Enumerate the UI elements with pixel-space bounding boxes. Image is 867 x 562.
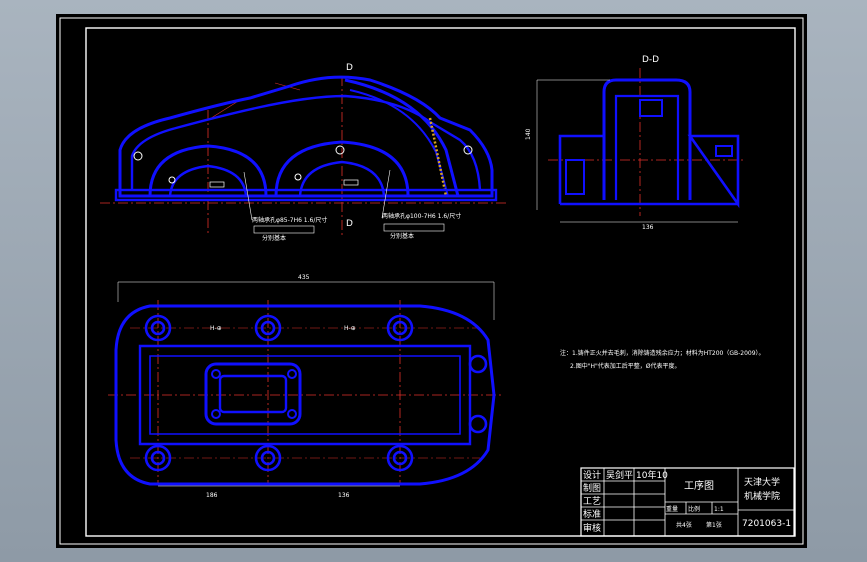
note-line-1: 注：1.铸件正火并去毛刺，消除铸造残余应力；材料为HT200（GB-2009）。 <box>560 349 765 357</box>
callout-right-text: 两轴承孔φ100-7H6 1.6/尺寸 <box>382 212 461 220</box>
section-marker-top: D <box>346 63 353 73</box>
scale-label: 比例 <box>688 505 700 513</box>
sheets-total: 共4张 <box>676 521 692 529</box>
school-line-1: 天津大学 <box>744 476 780 488</box>
process-label: 工艺 <box>583 496 601 507</box>
drawing-sheet <box>56 14 807 548</box>
svg-text:H-⊕: H-⊕ <box>210 325 222 332</box>
section-dim-height: 140 <box>525 128 532 140</box>
review-label: 审核 <box>583 522 601 534</box>
plan-view: 435 H-⊕ H-⊕ 186 136 <box>108 274 504 499</box>
svg-text:H-⊕: H-⊕ <box>344 325 356 332</box>
sheet-inner-border <box>85 27 796 537</box>
designer-label: 设计 <box>583 469 601 481</box>
note-line-2: 2.图中"H"代表加工后平整，Ø代表平度。 <box>570 362 680 370</box>
title-block <box>580 467 795 537</box>
plan-dim-overall: 435 <box>298 274 310 281</box>
standard-label: 标准 <box>583 508 601 520</box>
front-view: D D 两轴承孔φ85-7H6 1.6/尺寸 分别基本 两轴承孔φ100-7H6… <box>100 63 508 242</box>
sheet-outer-border <box>59 17 804 545</box>
sheet-number: 第1张 <box>706 521 722 529</box>
title-block-text: 设计 吴剑平 10年10 制图 工艺 标准 审核 工序图 重量 比例 1:1 共… <box>583 469 791 534</box>
section-view-dd: D-D 140 136 <box>525 55 744 231</box>
school-line-2: 机械学院 <box>744 490 780 502</box>
drawn-label: 制图 <box>583 482 601 494</box>
drawing-title: 工序图 <box>684 479 714 492</box>
callout-right-ref: 分别基本 <box>390 232 414 240</box>
plan-dim-left: 186 <box>206 492 218 499</box>
scale-value: 1:1 <box>714 506 724 513</box>
section-title: D-D <box>642 55 659 65</box>
technical-notes: 注：1.铸件正火并去毛刺，消除铸造残余应力；材料为HT200（GB-2009）。… <box>560 349 765 370</box>
drawing-number: 7201063-1 <box>742 519 791 529</box>
callout-left-text: 两轴承孔φ85-7H6 1.6/尺寸 <box>252 216 327 224</box>
plan-dim-right: 136 <box>338 492 350 499</box>
section-dim-width: 136 <box>642 224 654 231</box>
designer-name: 吴剑平 <box>606 469 633 481</box>
section-marker-bottom: D <box>346 219 353 229</box>
design-date: 10年10 <box>636 469 668 481</box>
callout-left-ref: 分别基本 <box>262 234 286 242</box>
weight-label: 重量 <box>666 505 678 513</box>
